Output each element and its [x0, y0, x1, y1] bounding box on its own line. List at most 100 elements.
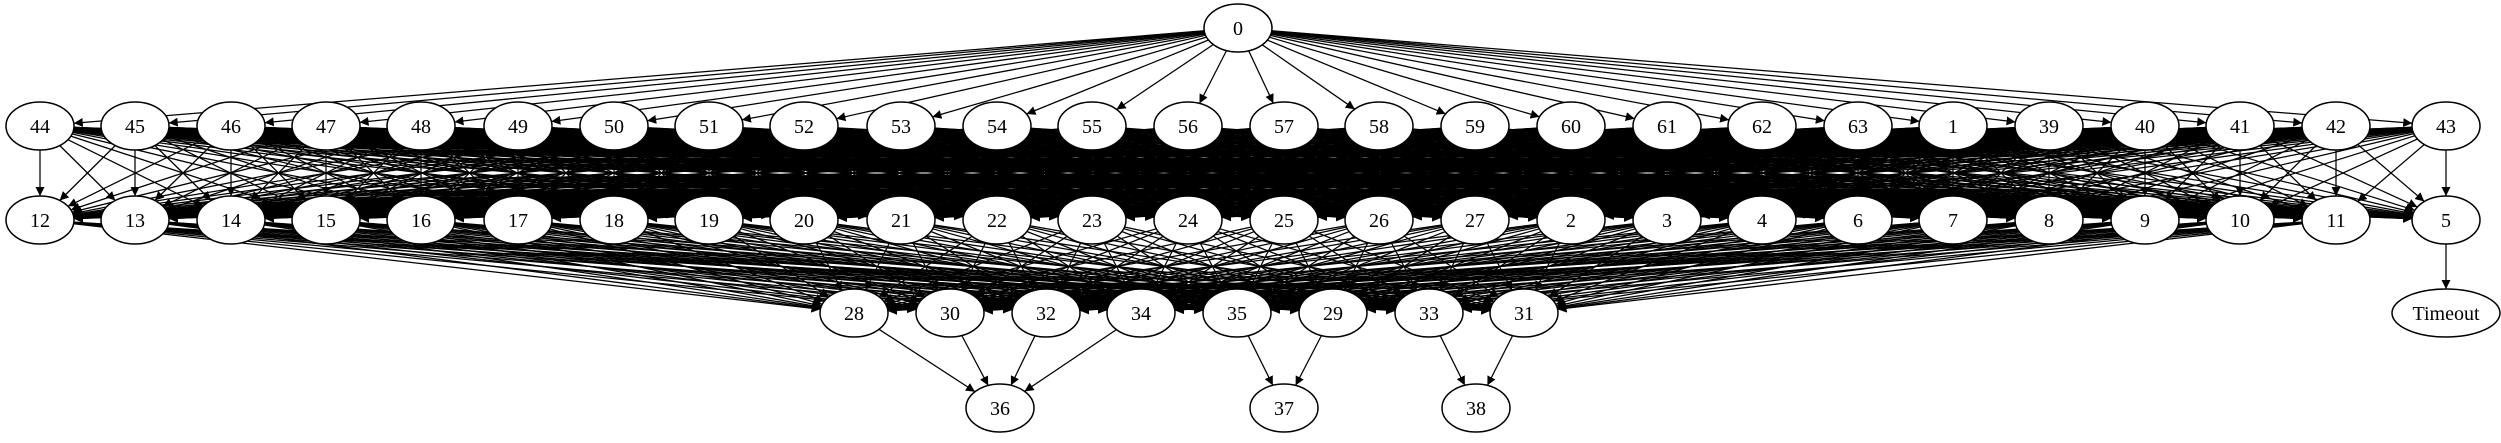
- node-13: 13: [100, 195, 170, 245]
- node-shape: [386, 195, 456, 245]
- node-51: 51: [674, 101, 744, 151]
- node-label: 59: [1465, 116, 1485, 138]
- node-shape: [1249, 195, 1319, 245]
- edge-20-to-28: [815, 242, 843, 291]
- node-label: 56: [1178, 116, 1198, 138]
- node-29: 29: [1298, 288, 1368, 338]
- node-label: 1: [1948, 116, 1958, 138]
- edge-0-to-60: [1269, 36, 1540, 119]
- node-shape: [769, 195, 839, 245]
- node-27: 27: [1440, 195, 1510, 245]
- node-shape: [962, 101, 1032, 151]
- node-shape: [1202, 288, 1272, 338]
- edge-27-to-28: [887, 224, 1442, 312]
- node-label: 47: [316, 116, 336, 138]
- node-shape: [1632, 101, 1702, 151]
- edge-0-to-63: [1271, 32, 1825, 124]
- edge-46-to-12: [67, 139, 204, 207]
- node-label: 50: [604, 116, 624, 138]
- node-label: 0: [1233, 18, 1243, 40]
- node-label: 23: [1082, 210, 1102, 232]
- node-41: 41: [2205, 101, 2275, 151]
- edge-63-to-12: [73, 127, 1825, 223]
- node-label: 34: [1131, 303, 1151, 325]
- edge-33-to-38: [1439, 335, 1466, 386]
- node-label: 31: [1514, 303, 1534, 325]
- edge-43-to-24: [1221, 127, 2413, 222]
- node-shape: [2205, 195, 2275, 245]
- node-shape: [1727, 101, 1797, 151]
- node-label: 63: [1848, 116, 1868, 138]
- node-12: 12: [5, 195, 75, 245]
- node-shape: [196, 101, 266, 151]
- edge-0-to-59: [1267, 39, 1446, 115]
- edge-2-to-28: [887, 223, 1538, 313]
- edge-32-to-36: [1010, 335, 1036, 386]
- node-label: 39: [2039, 116, 2059, 138]
- node-35: 35: [1202, 288, 1272, 338]
- node-label: 58: [1369, 116, 1389, 138]
- edge-43-to-23: [1125, 127, 2413, 222]
- node-59: 59: [1440, 101, 1510, 151]
- edge-0-to-44: [73, 30, 1205, 127]
- node-label: 17: [508, 210, 528, 232]
- node-shape: [5, 195, 75, 245]
- edge-19-to-28: [733, 235, 830, 298]
- node-label: 15: [316, 210, 336, 232]
- node-45: 45: [100, 101, 170, 151]
- node-31: 31: [1489, 288, 1559, 338]
- node-label: 53: [891, 116, 911, 138]
- node-label: 11: [2326, 210, 2345, 232]
- node-label: 10: [2230, 210, 2250, 232]
- edge-11-to-30: [983, 221, 2303, 315]
- node-4: 4: [1727, 195, 1797, 245]
- node-label: 5: [2441, 210, 2451, 232]
- node-label: Timeout: [2412, 303, 2480, 325]
- edge-47-to-12: [70, 135, 296, 212]
- edge-31-to-38: [1486, 335, 1514, 386]
- node-17: 17: [483, 195, 553, 245]
- node-label: 60: [1561, 116, 1581, 138]
- node-shape: [1203, 3, 1273, 53]
- node-shape: [579, 195, 649, 245]
- node-label: 55: [1082, 116, 1102, 138]
- node-50: 50: [579, 101, 649, 151]
- edge-3-to-28: [887, 223, 1634, 313]
- node-shape: [1536, 101, 1606, 151]
- node-label: 26: [1369, 210, 1389, 232]
- node-shape: [5, 101, 75, 151]
- edge-1-to-12: [73, 127, 1920, 223]
- node-28: 28: [819, 288, 889, 338]
- edge-0-to-39: [1271, 31, 2016, 126]
- node-44: 44: [5, 101, 75, 151]
- edge-0-to-53: [932, 36, 1207, 119]
- node-47: 47: [291, 101, 361, 151]
- node-label: 44: [30, 116, 50, 138]
- node-shape: [2110, 195, 2180, 245]
- node-30: 30: [915, 288, 985, 338]
- node-61: 61: [1632, 101, 1702, 151]
- edge-12-to-28: [73, 223, 821, 313]
- edge-13-to-28: [168, 223, 821, 313]
- edge-42-to-9: [2172, 139, 2309, 207]
- edge-11-to-32: [1079, 221, 2303, 315]
- node-label: 32: [1036, 303, 1056, 325]
- node-19: 19: [674, 195, 744, 245]
- node-label: 30: [940, 303, 960, 325]
- edge-43-to-18: [647, 127, 2413, 223]
- node-timeout: Timeout: [2391, 288, 2501, 338]
- node-label: 36: [990, 398, 1010, 420]
- node-shape: [866, 195, 936, 245]
- node-label: 33: [1419, 303, 1439, 325]
- node-shape: [1153, 101, 1223, 151]
- node-shape: [1632, 195, 1702, 245]
- node-0: 0: [1203, 3, 1273, 53]
- node-shape: [2411, 195, 2481, 245]
- node-5: 5: [2411, 195, 2481, 245]
- node-shape: [1441, 383, 1511, 433]
- node-shape: [1440, 101, 1510, 151]
- node-shape: [1440, 195, 1510, 245]
- node-label: 46: [221, 116, 241, 138]
- edge-45-to-12: [59, 145, 116, 201]
